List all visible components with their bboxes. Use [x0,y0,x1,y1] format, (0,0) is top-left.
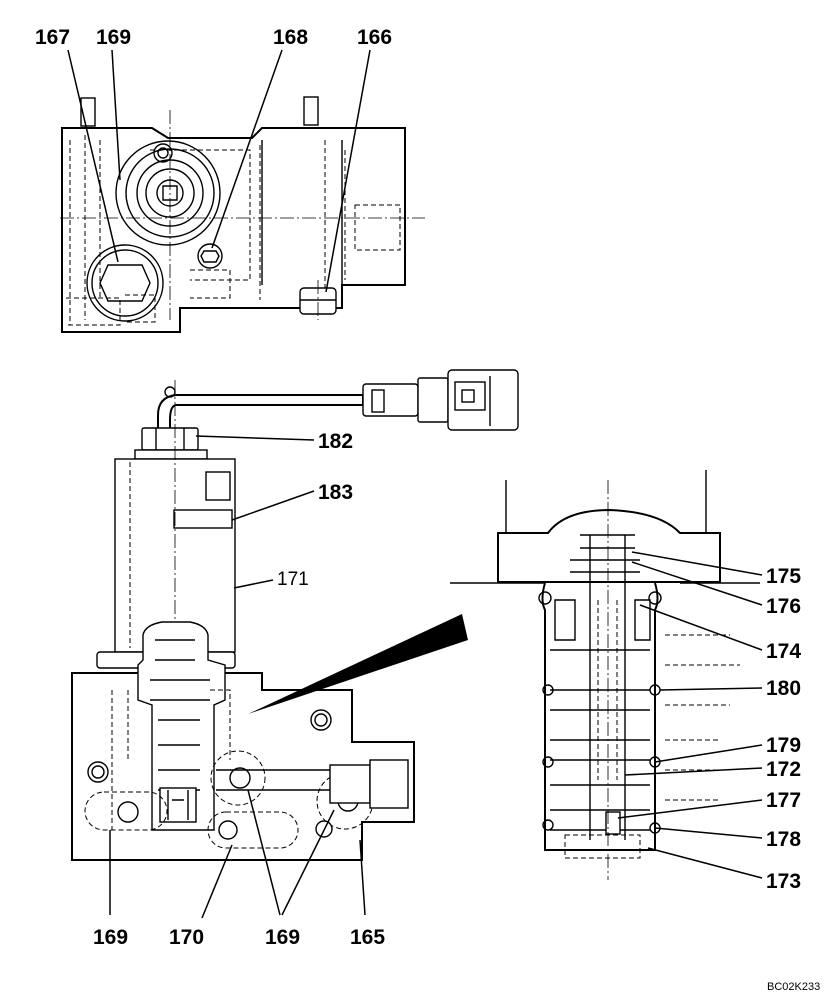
callout-175: 175 [766,565,801,588]
callout-176: 176 [766,595,801,618]
callout-180: 180 [766,677,801,700]
callout-166: 166 [357,26,392,49]
top-view-valve-body [60,96,425,333]
callout-165: 165 [350,926,385,949]
callout-182: 182 [318,430,353,453]
callout-171: 171 [277,569,309,590]
callout-169-bottom-middle: 169 [265,926,300,949]
callout-167: 167 [35,26,70,49]
callout-172: 172 [766,758,801,781]
callout-179: 179 [766,734,801,757]
cartridge-section-view [450,470,760,880]
callout-170: 170 [169,926,204,949]
callout-173: 173 [766,870,801,893]
callout-183: 183 [318,481,353,504]
figure-reference-code: BC02K233 [767,981,820,993]
callout-178: 178 [766,828,801,851]
side-view-valve-assembly [71,369,519,861]
detail-pointer-wedge [248,614,468,714]
callout-168: 168 [273,26,308,49]
callout-174: 174 [766,640,801,663]
callout-169-bottom-left: 169 [93,926,128,949]
callout-177: 177 [766,789,801,812]
leader-lines [67,49,763,919]
callout-169-top: 169 [96,26,131,49]
